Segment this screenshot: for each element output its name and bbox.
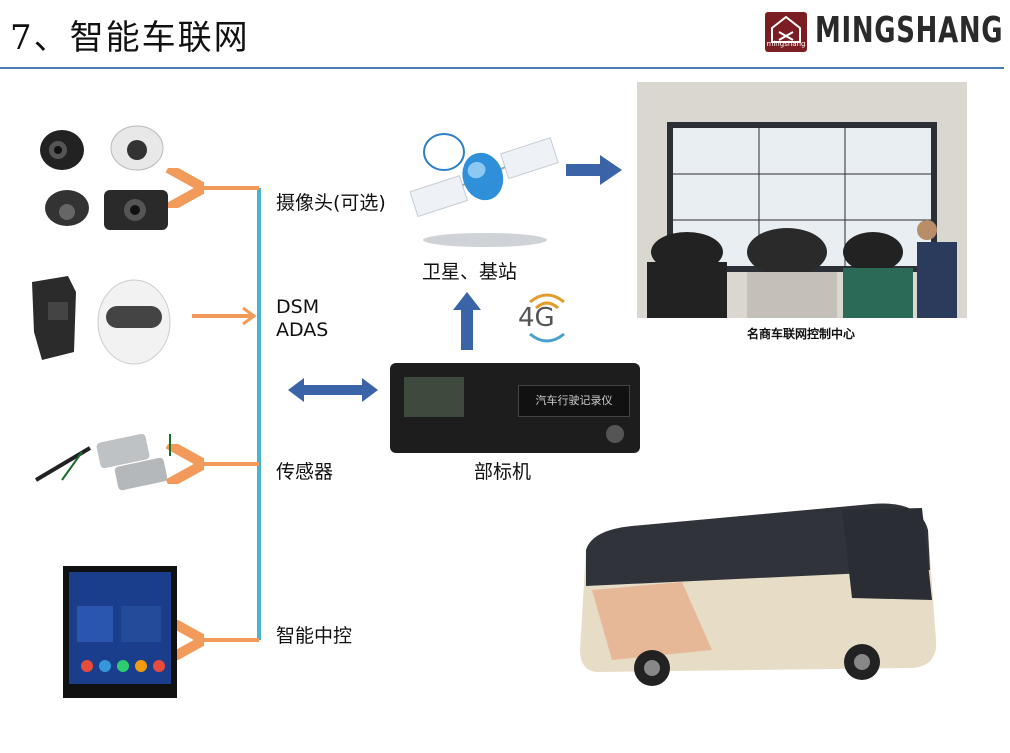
adas-label: ADAS [276, 319, 329, 341]
terminal-device-image: 汽车行驶记录仪 [390, 363, 640, 453]
network-4g-label: 4G [518, 303, 555, 333]
satellite-to-center-arrow [566, 155, 622, 185]
network-4g-icon: 4G [512, 288, 582, 348]
terminal-screen-text: 汽车行驶记录仪 [535, 394, 613, 407]
brand-logo-subtext: mingshang [766, 40, 806, 48]
dsm-adas-image [32, 276, 171, 365]
terminal-screen-panel: 汽车行驶记录仪 [518, 385, 630, 417]
smart-control-image [63, 566, 177, 698]
satellite-label: 卫星、基站 [422, 261, 518, 283]
dsm-label: DSM [276, 296, 320, 318]
terminal-knob [606, 425, 624, 443]
terminal-lcd [404, 377, 464, 417]
page-title: 7、智能车联网 [10, 18, 250, 58]
terminal-label: 部标机 [474, 461, 532, 483]
header-rule [0, 67, 1004, 69]
cameras-image [40, 125, 168, 230]
satellite-image [410, 133, 559, 247]
brand-logo-text: MINGSHANG [815, 10, 1004, 51]
uplink-arrow [453, 292, 481, 350]
sensors-image [34, 433, 171, 491]
bus-image [580, 503, 937, 686]
control-center-photo [637, 82, 967, 318]
control-center-caption: 名商车联网控制中心 [747, 327, 856, 341]
sensor-label: 传感器 [276, 461, 334, 483]
smart-control-label: 智能中控 [276, 625, 353, 647]
terminal-double-arrow [288, 378, 378, 402]
camera-label: 摄像头(可选) [276, 192, 386, 214]
brand-logo-icon [765, 12, 807, 52]
